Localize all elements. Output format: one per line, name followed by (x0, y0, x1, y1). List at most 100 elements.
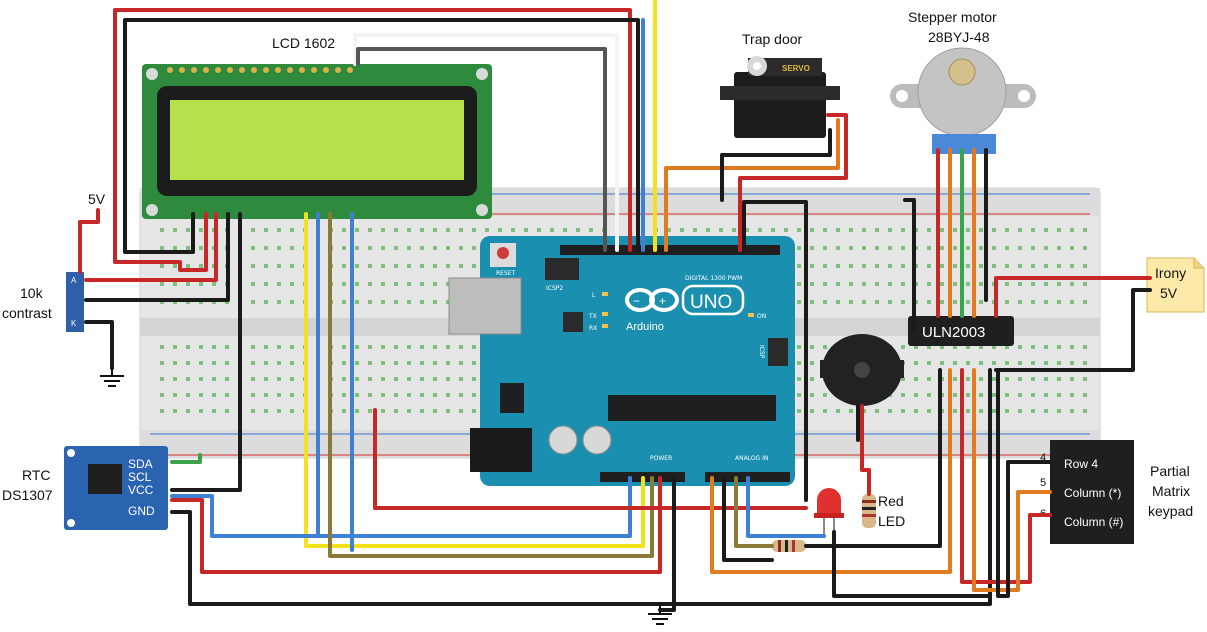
breadboard-hole (368, 361, 372, 365)
breadboard-hole (1057, 264, 1061, 268)
breadboard-hole (940, 228, 944, 232)
breadboard-hole (355, 377, 359, 381)
lcd-pin (287, 67, 293, 73)
breadboard-hole (1044, 246, 1048, 250)
breadboard-hole (797, 246, 801, 250)
breadboard-hole (420, 393, 424, 397)
breadboard-hole (355, 393, 359, 397)
note-line1: Irony (1155, 265, 1186, 281)
analog-label: ANALOG IN (735, 455, 768, 462)
breadboard-hole (927, 300, 931, 304)
breadboard-hole (862, 300, 866, 304)
breadboard-hole (1070, 361, 1074, 365)
breadboard-hole (511, 228, 515, 232)
breadboard-hole (1070, 228, 1074, 232)
breadboard-hole (173, 282, 177, 286)
lcd-pin (191, 67, 197, 73)
breadboard-hole (1044, 300, 1048, 304)
wire-pot-gnd (84, 320, 114, 370)
rtc-label-line1: RTC (22, 467, 51, 483)
breadboard-hole (264, 393, 268, 397)
breadboard-hole (992, 345, 996, 349)
breadboard-hole (1031, 393, 1035, 397)
reset-button[interactable] (497, 247, 509, 259)
breadboard-hole (368, 345, 372, 349)
breadboard-hole (797, 300, 801, 304)
breadboard-hole (797, 228, 801, 232)
breadboard-hole (225, 345, 229, 349)
breadboard-hole (472, 228, 476, 232)
breadboard-hole (407, 393, 411, 397)
breadboard-hole (940, 264, 944, 268)
breadboard-hole (966, 345, 970, 349)
breadboard-hole (459, 409, 463, 413)
breadboard-hole (173, 361, 177, 365)
breadboard-hole (1083, 246, 1087, 250)
breadboard-hole (1057, 246, 1061, 250)
servo-text: SERVO (782, 64, 810, 73)
breadboard-hole (277, 300, 281, 304)
breadboard-hole (849, 409, 853, 413)
breadboard-hole (199, 264, 203, 268)
ground-symbol (100, 368, 124, 387)
breadboard-hole (1005, 264, 1009, 268)
breadboard-hole (212, 409, 216, 413)
breadboard-hole (992, 361, 996, 365)
led-l-label: L (592, 292, 596, 299)
breadboard-hole (368, 228, 372, 232)
breadboard-hole (394, 246, 398, 250)
breadboard-hole (368, 409, 372, 413)
breadboard-hole (173, 377, 177, 381)
svg-text:−: − (633, 294, 640, 308)
wire-arduino-gnd (658, 476, 676, 612)
breadboard-hole (264, 345, 268, 349)
breadboard-hole (459, 345, 463, 349)
wire-analog-orange (710, 368, 952, 574)
breadboard-hole (1005, 377, 1009, 381)
breadboard-hole (186, 228, 190, 232)
lcd-pin (167, 67, 173, 73)
lcd-module (142, 64, 492, 219)
breadboard-hole (355, 345, 359, 349)
breadboard-hole (810, 409, 814, 413)
breadboard-hole (251, 361, 255, 365)
breadboard-hole (446, 377, 450, 381)
led-tx-label: TX (588, 313, 597, 320)
breadboard-hole (1083, 264, 1087, 268)
breadboard-hole (381, 345, 385, 349)
breadboard-hole (160, 228, 164, 232)
lcd-pin (179, 67, 185, 73)
breadboard-hole (186, 393, 190, 397)
breadboard-hole (992, 393, 996, 397)
breadboard-hole (407, 300, 411, 304)
breadboard-hole (407, 282, 411, 286)
breadboard-hole (420, 228, 424, 232)
breadboard-hole (277, 377, 281, 381)
breadboard-hole (719, 228, 723, 232)
breadboard-hole (810, 300, 814, 304)
breadboard-hole (225, 377, 229, 381)
breadboard-hole (810, 361, 814, 365)
breadboard-hole (199, 246, 203, 250)
breadboard-hole (446, 393, 450, 397)
breadboard-hole (1018, 246, 1022, 250)
breadboard-hole (849, 246, 853, 250)
breadboard-hole (1057, 361, 1061, 365)
wire-analog-blue (746, 476, 826, 538)
breadboard-hole (966, 264, 970, 268)
wires (78, 0, 1152, 612)
breadboard-hole (173, 409, 177, 413)
keypad-label-line1: Partial (1150, 463, 1190, 479)
breadboard-hole (667, 228, 671, 232)
breadboard-hole (966, 228, 970, 232)
breadboard-hole (1018, 300, 1022, 304)
breadboard-hole (836, 300, 840, 304)
breadboard-hole (186, 377, 190, 381)
breadboard-hole (381, 228, 385, 232)
breadboard-hole (394, 300, 398, 304)
breadboard-hole (1044, 409, 1048, 413)
power-jack (470, 428, 532, 472)
breadboard-hole (823, 228, 827, 232)
breadboard-hole (277, 264, 281, 268)
power-label: POWER (650, 455, 672, 462)
